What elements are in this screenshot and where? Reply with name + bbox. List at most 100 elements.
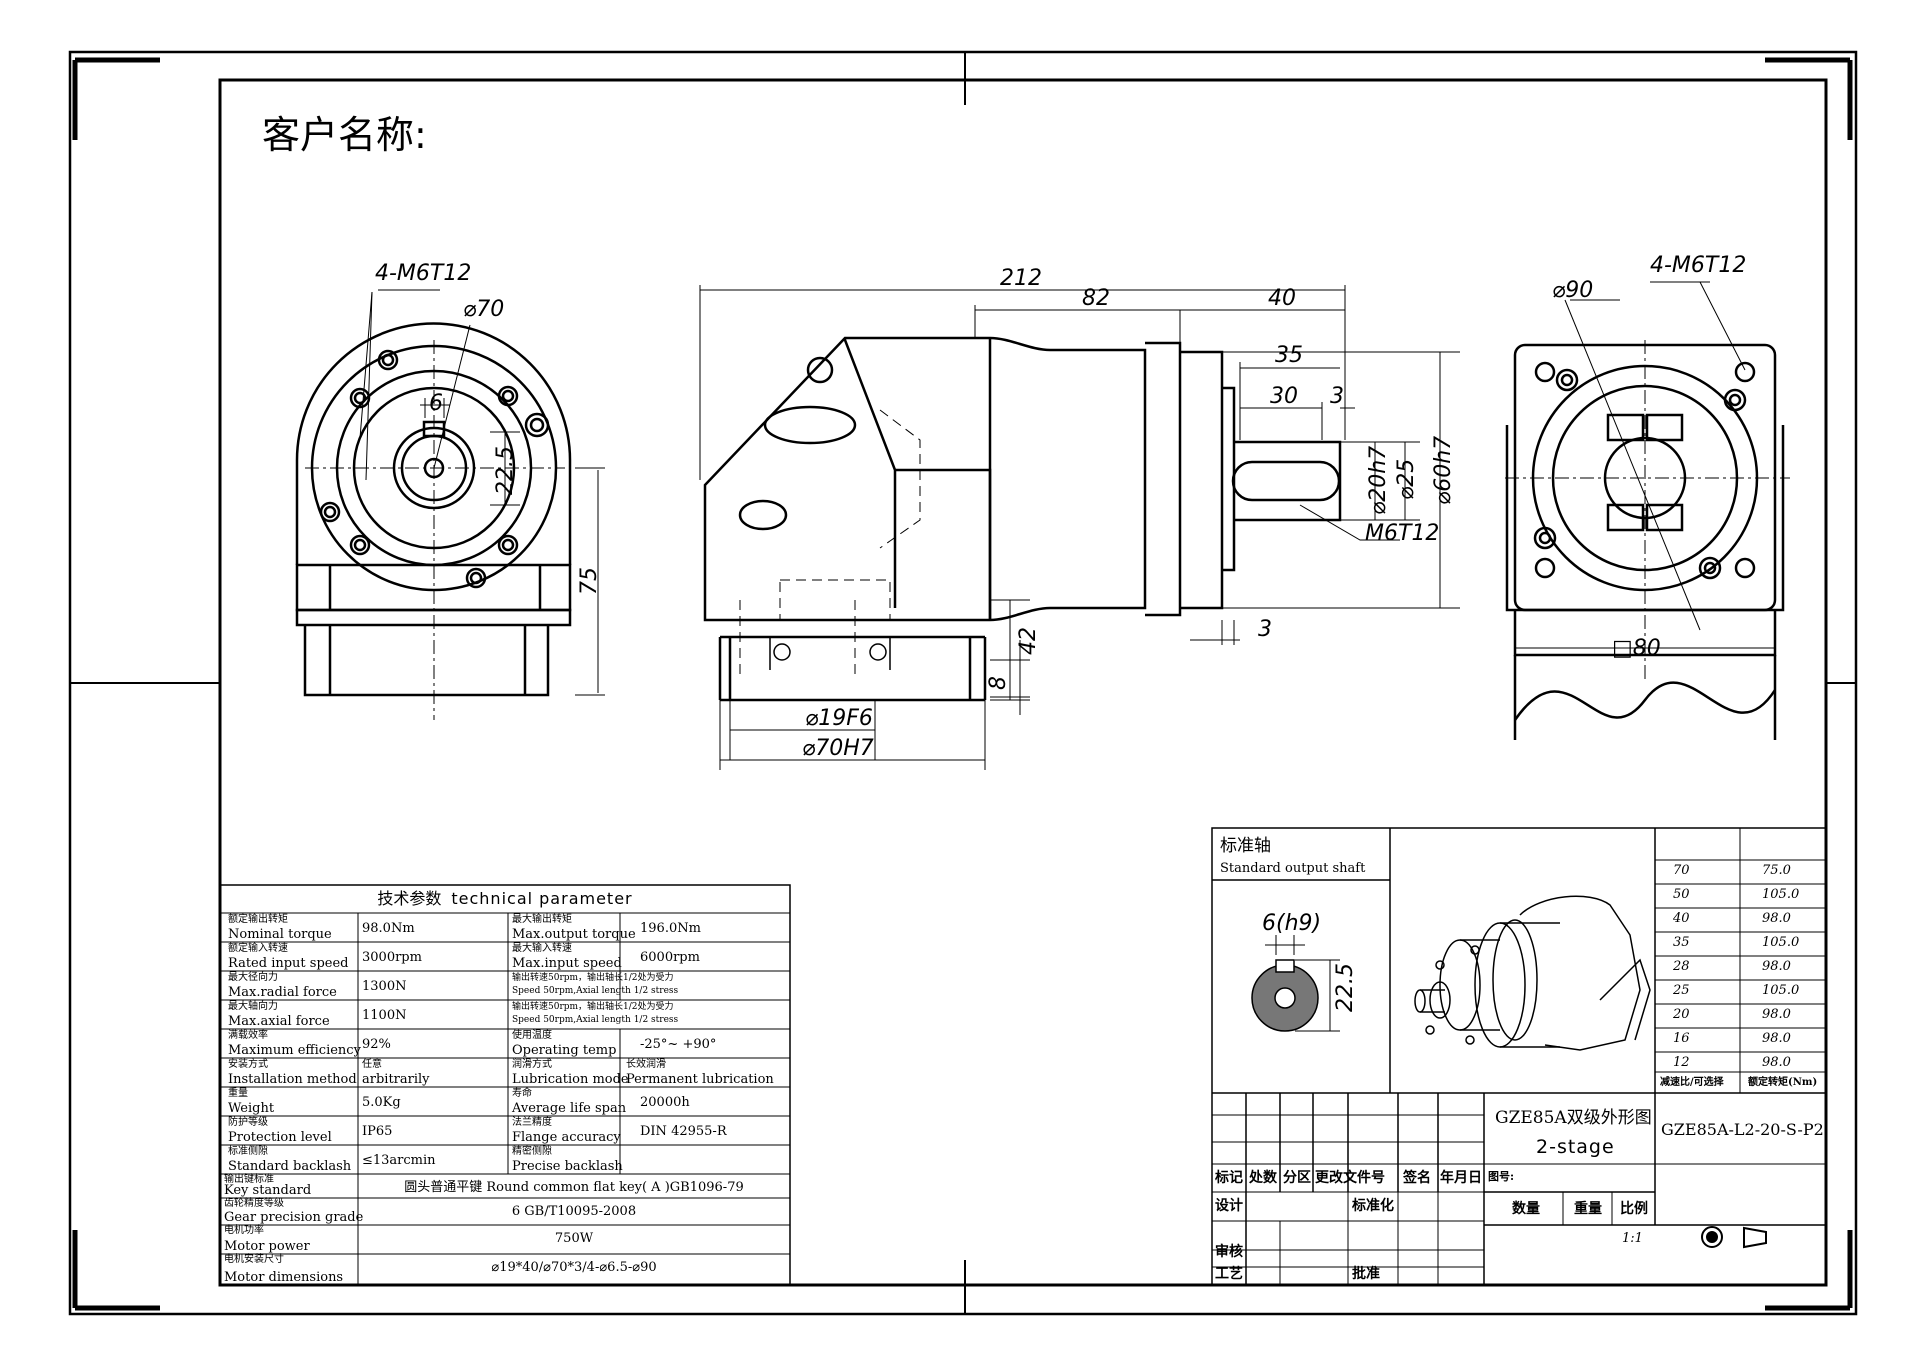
inner-frame xyxy=(218,78,1828,1287)
side-3a-dim: 3 xyxy=(1330,384,1344,409)
tech-wide-cell-cn: 电机安装尺寸 xyxy=(224,1254,284,1265)
tech-cell-en1: Weight xyxy=(228,1101,275,1116)
tech-wide-cell-en: Motor dimensions xyxy=(224,1270,344,1285)
tech-cell-cn1: 额定输出转矩 xyxy=(228,914,288,925)
tech-cell-v1: 92% xyxy=(362,1037,391,1052)
tech-cell-en2: Average life span xyxy=(512,1101,627,1116)
tb-qty: 数量 xyxy=(1512,1201,1540,1217)
right-block-grid xyxy=(1211,827,1827,1286)
tb-design: 设计 xyxy=(1215,1198,1243,1214)
tech-cell-v1: 1300N xyxy=(362,979,407,994)
ratio-cell: 28 xyxy=(1673,959,1690,974)
ratio-cell: 70 xyxy=(1673,863,1690,878)
side-overall-dim: 212 xyxy=(1000,266,1042,291)
gearbox-3d-illustration xyxy=(1414,895,1651,1051)
tech-cell-cn2: 使用温度 xyxy=(512,1030,552,1041)
torque-cell: 98.0 xyxy=(1762,1055,1791,1070)
front-right-holes: 4-M6T12 xyxy=(1650,253,1746,278)
torque-cell: 105.0 xyxy=(1762,935,1800,950)
front-right-dia: ⌀90 xyxy=(1552,278,1593,303)
tech-cell-v1: ≤13arcmin xyxy=(362,1153,436,1168)
tech-cell-v2: 6000rpm xyxy=(640,950,700,965)
tech-cell-en1: Installation method xyxy=(228,1072,357,1087)
side-dimensions xyxy=(699,285,1460,770)
shaft-box-title-cn: 标准轴 xyxy=(1220,836,1271,856)
tb-doc: 更改文件号 xyxy=(1315,1170,1385,1186)
tech-cell-en1: Rated input speed xyxy=(228,956,349,971)
tech-cell-cn1: 防护等级 xyxy=(228,1117,268,1128)
side-35-dim: 35 xyxy=(1275,343,1303,368)
shaft-key-dim: 6(h9) xyxy=(1262,911,1321,936)
tech-cell-en2: Max.input speed xyxy=(512,956,622,971)
torque-cell: 75.0 xyxy=(1762,863,1791,878)
tech-wide-cell-en: Key standard xyxy=(224,1183,312,1198)
tech-wide-cell-v: ⌀19*40/⌀70*3/4-⌀6.5-⌀90 xyxy=(491,1260,657,1275)
tech-title-en: technical parameter xyxy=(451,889,633,908)
tech-wide-cell-v: 圆头普通平键 Round common flat key( A )GB1096-… xyxy=(404,1180,744,1195)
tb-scale-value: 1:1 xyxy=(1622,1231,1643,1246)
tb-std: 标准化 xyxy=(1352,1198,1394,1214)
torque-cell: 98.0 xyxy=(1762,911,1791,926)
tech-wide-cell-en: Gear precision grade xyxy=(224,1210,364,1225)
front-left-key-label: 6 xyxy=(429,391,443,416)
front-left-dimensions xyxy=(305,289,605,720)
tech-wide-cell-v: 6 GB/T10095-2008 xyxy=(511,1204,637,1219)
front-left-holes-label: 4-M6T12 xyxy=(375,261,471,286)
tech-cell-en2: Flange accuracy xyxy=(512,1130,621,1145)
drawing-name-en: 2-stage xyxy=(1536,1136,1615,1158)
side-8-dim: 8 xyxy=(986,676,1011,690)
tech-cell-v1: 3000rpm xyxy=(362,950,422,965)
drawing-name-cn: GZE85A双级外形图 xyxy=(1495,1108,1652,1128)
side-shaft-dim: 40 xyxy=(1268,286,1296,311)
side-view-details xyxy=(769,637,891,670)
side-d25-dim: ⌀25 xyxy=(1394,459,1419,500)
tech-cell-v1: 98.0Nm xyxy=(362,921,415,936)
tech-title-cn: 技术参数 xyxy=(377,889,442,908)
tb-date: 年月日 xyxy=(1440,1170,1482,1186)
front-left-height: 75 xyxy=(577,567,602,595)
tech-cell-en1: Protection level xyxy=(228,1130,332,1145)
side-42-dim: 42 xyxy=(1016,627,1041,655)
tech-cell-en2: Max.output torque xyxy=(512,927,636,942)
drawing-model: GZE85A-L2-20-S-P2 xyxy=(1661,1120,1824,1139)
side-d19-dim: ⌀19F6 xyxy=(805,706,873,731)
torque-cell: 105.0 xyxy=(1762,887,1800,902)
tech-cell-cn1: 标准侧隙 xyxy=(228,1146,268,1157)
tech-cell-cn1: 最大径向力 xyxy=(228,972,278,983)
tech-cell-cn2: 润滑方式 xyxy=(512,1059,552,1070)
ratio-cell: 20 xyxy=(1673,1007,1690,1022)
side-d70-dim: ⌀70H7 xyxy=(802,736,874,761)
side-d20-dim: ⌀20h7 xyxy=(1366,446,1391,515)
tech-cell-v2: DIN 42955-R xyxy=(640,1124,727,1139)
tech-cell-en2: Speed 50rpm,Axial length 1/2 stress xyxy=(512,986,679,996)
side-view xyxy=(703,336,1342,702)
tech-cell-en2: Speed 50rpm,Axial length 1/2 stress xyxy=(512,1015,679,1025)
side-30-dim: 30 xyxy=(1270,384,1298,409)
tech-cell-cn1: 额定输入转速 xyxy=(228,943,288,954)
tech-cell-en1: Maximum efficiency xyxy=(228,1043,361,1058)
tech-cell-cn2: 最大输出转矩 xyxy=(512,914,572,925)
tb-mark: 标记 xyxy=(1215,1170,1243,1186)
projection-symbol xyxy=(1701,1226,1767,1249)
shaft-height-dim: 22.5 xyxy=(1333,963,1358,1012)
tech-wide-cell-v: 750W xyxy=(554,1231,594,1246)
tech-cell-v2: 20000h xyxy=(640,1095,690,1110)
tech-cell-en1: Nominal torque xyxy=(228,927,332,942)
tb-review: 审核 xyxy=(1215,1244,1243,1260)
ratio-cell: 16 xyxy=(1673,1031,1690,1046)
tech-table-title: 技术参数 technical parameter xyxy=(220,885,790,913)
tech-cell-en1: Max.radial force xyxy=(228,985,337,1000)
side-body-dim: 82 xyxy=(1082,286,1110,311)
tb-weight: 重量 xyxy=(1574,1201,1602,1217)
tech-parameter-table: 技术参数 technical parameter 额定输出转矩 Nominal to… xyxy=(220,885,790,1285)
tech-wide-cell-en: Motor power xyxy=(224,1239,310,1254)
tech-cell-v2: 196.0Nm xyxy=(640,921,701,936)
